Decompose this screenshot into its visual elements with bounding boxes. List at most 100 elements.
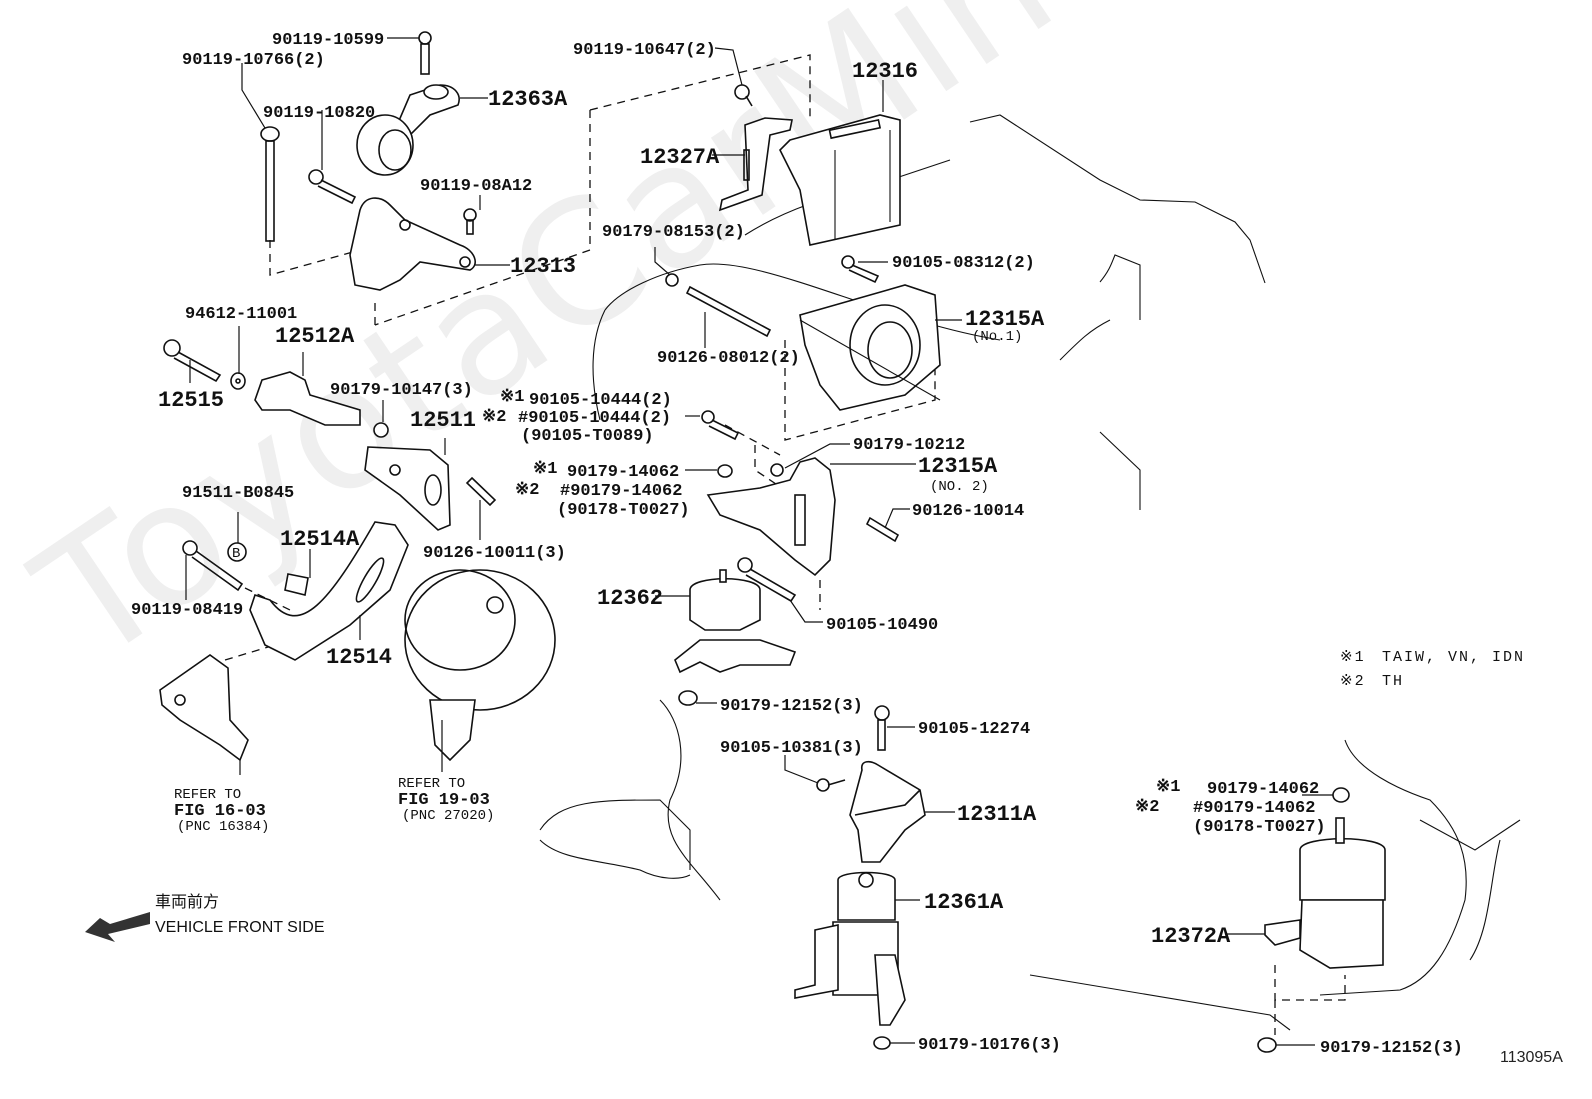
part-drawings bbox=[85, 31, 1386, 1053]
reference-label: (PNC 27020) bbox=[402, 808, 494, 824]
part-label: 90179-12152(3) bbox=[720, 697, 863, 716]
bolt-icon bbox=[418, 31, 432, 75]
bolt-icon bbox=[463, 208, 477, 235]
engine-mount-12363a-icon bbox=[356, 84, 460, 176]
arrow-left-icon bbox=[85, 912, 150, 942]
reference-label: REFER TO bbox=[398, 776, 465, 792]
nut-icon bbox=[1332, 787, 1350, 803]
nut-icon bbox=[1257, 1037, 1277, 1053]
engine-mount-12372a-icon bbox=[1264, 817, 1386, 969]
b-badge-label: B bbox=[232, 546, 240, 562]
part-label: #90105-10444(2) bbox=[518, 409, 671, 428]
nut-icon bbox=[678, 690, 698, 706]
part-label: 90179-14062 bbox=[567, 463, 679, 482]
legend-mark: ※1 bbox=[1340, 649, 1366, 666]
nut-icon bbox=[373, 422, 389, 438]
bolt-icon bbox=[260, 126, 280, 242]
block-12514a-icon bbox=[284, 573, 309, 596]
engine-outline bbox=[539, 114, 1521, 1031]
bracket-fig-16-03-icon bbox=[159, 654, 249, 762]
part-label: (90178-T0027) bbox=[557, 501, 690, 520]
bolt-icon bbox=[737, 557, 797, 603]
legend: ※1 TAIW, VN, IDN ※2 TH bbox=[1340, 649, 1523, 690]
pnc-label: 12511 bbox=[410, 408, 476, 433]
bracket-12511-icon bbox=[364, 446, 451, 531]
note-mark: ※2 bbox=[482, 408, 506, 427]
part-label: 90179-12152(3) bbox=[1320, 1039, 1463, 1058]
stud-icon bbox=[465, 476, 497, 507]
callout-labels: 90119-10599 90119-10766(2) 90119-10820 1… bbox=[131, 31, 1463, 1058]
part-label: 90126-10014 bbox=[912, 502, 1024, 521]
part-label: 91511-B0845 bbox=[182, 484, 294, 503]
nut-icon bbox=[770, 463, 784, 477]
bolt-icon bbox=[874, 705, 890, 751]
reference-label: FIG 19-03 bbox=[398, 791, 490, 810]
pnc-label: 12515 bbox=[158, 388, 224, 413]
pnc-sub-label: (No.1) bbox=[972, 329, 1022, 345]
note-mark: ※1 bbox=[1156, 778, 1180, 797]
pnc-label: 12361A bbox=[924, 890, 1004, 915]
nut-icon bbox=[873, 1036, 891, 1050]
legend-mark: ※2 bbox=[1340, 673, 1366, 690]
part-label: #90179-14062 bbox=[560, 482, 682, 501]
part-label: 90119-08419 bbox=[131, 601, 243, 620]
bolt-icon bbox=[734, 84, 753, 107]
part-label: 90119-08A12 bbox=[420, 177, 532, 196]
bolt-icon bbox=[841, 255, 880, 284]
note-mark: ※1 bbox=[500, 388, 524, 407]
bracket-12313-icon bbox=[349, 197, 476, 291]
bolt-icon bbox=[701, 410, 740, 441]
nut-icon bbox=[665, 273, 679, 287]
note-mark: ※1 bbox=[533, 460, 557, 479]
part-label: 90179-10212 bbox=[853, 436, 965, 455]
part-label: 90119-10766(2) bbox=[182, 51, 325, 70]
pnc-label: 12315A bbox=[918, 454, 998, 479]
bolt-icon bbox=[163, 339, 222, 383]
stud-icon bbox=[865, 516, 900, 543]
note-mark: ※2 bbox=[515, 481, 539, 500]
part-label: 90179-10147(3) bbox=[330, 381, 473, 400]
part-label: 90119-10820 bbox=[263, 104, 375, 123]
pnc-label: 12316 bbox=[852, 59, 918, 84]
pnc-label: 12327A bbox=[640, 145, 720, 170]
pnc-label: 12514A bbox=[280, 527, 360, 552]
engine-mount-12362-icon bbox=[674, 569, 797, 674]
direction-label-en: VEHICLE FRONT SIDE bbox=[155, 919, 325, 936]
pnc-label: 12311A bbox=[957, 802, 1037, 827]
leader-lines bbox=[185, 37, 1333, 1046]
part-label: 90105-12274 bbox=[918, 720, 1030, 739]
stud-icon bbox=[685, 285, 772, 338]
pnc-label: 12512A bbox=[275, 324, 355, 349]
pnc-label: 12313 bbox=[510, 254, 576, 279]
part-label: 90105-08312(2) bbox=[892, 254, 1035, 273]
part-label: (90178-T0027) bbox=[1193, 818, 1326, 837]
part-label: 90105-10490 bbox=[826, 616, 938, 635]
part-label: 90119-10599 bbox=[272, 31, 384, 50]
plate-12316-icon bbox=[779, 114, 901, 246]
bracket-12512a-icon bbox=[254, 371, 361, 426]
direction-label-jp: 車両前方 bbox=[155, 893, 219, 911]
nut-icon bbox=[717, 464, 733, 478]
part-label: 90119-10647(2) bbox=[573, 41, 716, 60]
part-label: 90179-08153(2) bbox=[602, 223, 745, 242]
direction-indicator: 車両前方 VEHICLE FRONT SIDE bbox=[155, 893, 325, 936]
part-label: 94612-11001 bbox=[185, 305, 297, 324]
pnc-label: 12514 bbox=[326, 645, 392, 670]
part-label: 90105-10444(2) bbox=[529, 391, 672, 410]
bracket-12311a-icon bbox=[849, 760, 926, 863]
b-badge-icon bbox=[227, 542, 247, 562]
reference-label: REFER TO bbox=[174, 787, 241, 803]
part-label: #90179-14062 bbox=[1193, 799, 1315, 818]
part-label: 90179-10176(3) bbox=[918, 1036, 1061, 1055]
alternator-icon bbox=[404, 569, 556, 762]
bolt-icon bbox=[308, 169, 357, 205]
pnc-label: 12315A bbox=[965, 307, 1045, 332]
legend-text: TH bbox=[1382, 673, 1404, 690]
reference-label: FIG 16-03 bbox=[174, 802, 266, 821]
bolt-icon bbox=[182, 540, 244, 592]
part-label: 90179-14062 bbox=[1207, 780, 1319, 799]
pnc-label: 12363A bbox=[488, 87, 568, 112]
bolt-icon bbox=[816, 778, 846, 792]
